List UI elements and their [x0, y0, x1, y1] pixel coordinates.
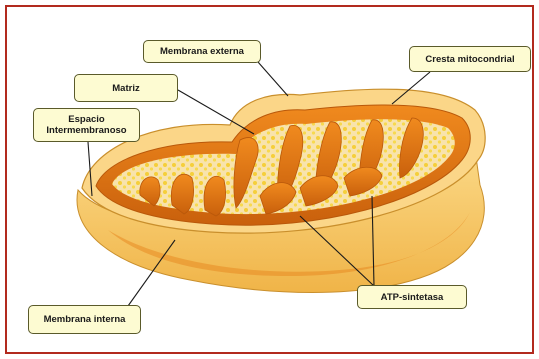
label-cresta-mitocondrial: Cresta mitocondrial: [409, 46, 531, 72]
label-membrana-interna: Membrana interna: [28, 305, 141, 334]
label-membrana-externa: Membrana externa: [143, 40, 261, 63]
label-atp-sintetasa: ATP-sintetasa: [357, 285, 467, 309]
label-matriz: Matriz: [74, 74, 178, 102]
label-espacio-intermembranoso: Espacio Intermembranoso: [33, 108, 140, 142]
